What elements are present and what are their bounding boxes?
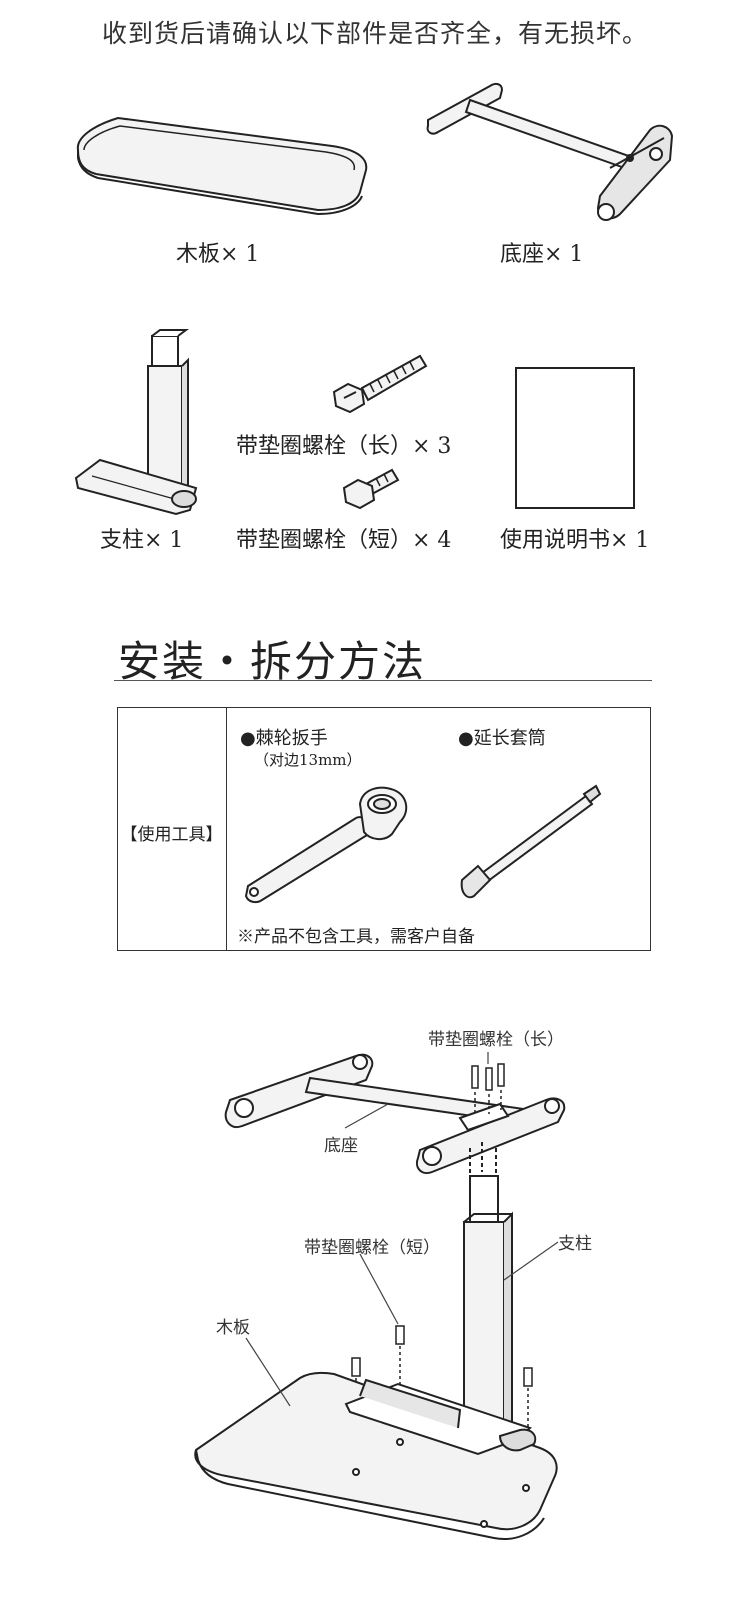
bolt-short-part-icon — [342, 468, 400, 510]
assembly-label-base: 底座 — [324, 1136, 358, 1156]
part-label-bolt-short: 带垫圈螺栓（短）× 4 — [236, 528, 452, 553]
assembly-column — [463, 1142, 513, 1433]
part-label-board: 木板× 1 — [176, 242, 260, 267]
assembly-label-column: 支柱 — [558, 1234, 592, 1254]
assembly-board — [194, 1371, 558, 1540]
assembly-label-bolt-long: 带垫圈螺栓（长） — [428, 1030, 564, 1050]
section-divider — [114, 680, 652, 681]
board-part-icon — [76, 116, 368, 216]
tool-ratchet-name: ●棘轮扳手 — [240, 728, 328, 749]
tools-table — [117, 707, 651, 951]
section-title: 安装・拆分方法 — [118, 637, 427, 686]
intro-text: 收到货后请确认以下部件是否齐全，有无损坏。 — [101, 19, 648, 48]
assembly-label-board: 木板 — [216, 1318, 250, 1338]
tools-note: ※产品不包含工具，需客户自备 — [237, 927, 475, 947]
tools-heading: 【使用工具】 — [120, 825, 223, 845]
assembly-leader-lines — [245, 1052, 559, 1407]
tool-extension-name: ●延长套筒 — [458, 728, 546, 749]
tools-table-divider — [226, 707, 227, 951]
manual-part-icon — [515, 367, 635, 509]
assembly-label-bolt-short: 带垫圈螺栓（短） — [304, 1238, 440, 1258]
board-illustration — [74, 82, 674, 516]
part-label-base: 底座× 1 — [500, 242, 584, 267]
tool-ratchet-size: （对边13mm） — [254, 751, 362, 769]
part-label-manual: 使用说明书× 1 — [500, 528, 650, 553]
assembly-bolts-long — [471, 1063, 505, 1114]
bolt-long-part-icon — [332, 354, 428, 414]
ratchet-wrench-icon — [244, 786, 408, 904]
extension-socket-icon — [460, 784, 602, 899]
column-part-icon — [74, 329, 198, 516]
tools-illustration — [244, 784, 602, 904]
part-label-column: 支柱× 1 — [100, 528, 184, 553]
part-label-bolt-long: 带垫圈螺栓（长）× 3 — [236, 434, 452, 459]
assembly-base — [224, 1053, 566, 1174]
base-part-icon — [426, 82, 674, 221]
